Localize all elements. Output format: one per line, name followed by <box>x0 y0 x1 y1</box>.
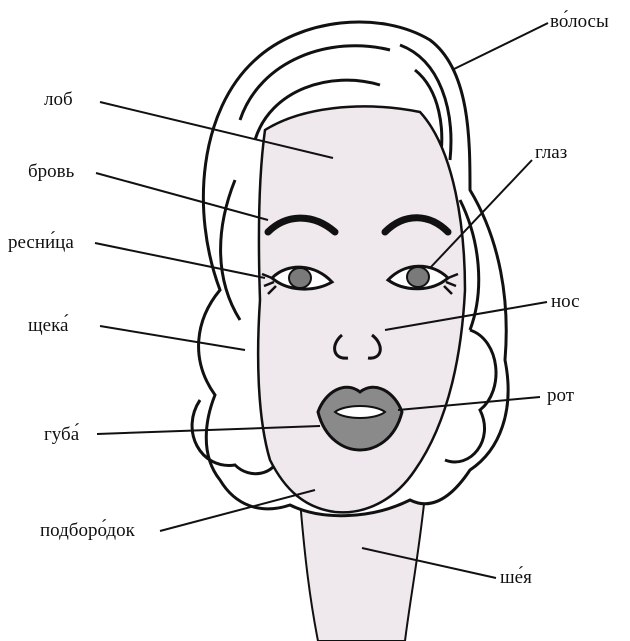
label-neck: ше́я <box>500 568 532 587</box>
label-lip: губа́ <box>44 425 79 444</box>
neck-shape <box>300 495 425 641</box>
label-mouth: рот <box>547 386 574 405</box>
label-hair: во́лосы <box>550 12 609 31</box>
label-eyelash: ресни́ца <box>8 233 74 252</box>
label-eye: глаз <box>535 143 567 162</box>
label-nose: нос <box>551 292 580 311</box>
mouth-opening <box>335 406 385 418</box>
leader-hair <box>452 23 548 70</box>
label-chin: подборо́док <box>40 521 135 540</box>
label-eyebrow: бровь <box>28 162 74 181</box>
iris-right <box>407 267 429 287</box>
iris-left <box>289 268 311 288</box>
label-forehead: лоб <box>44 90 73 109</box>
label-cheek: щека́ <box>28 316 68 335</box>
